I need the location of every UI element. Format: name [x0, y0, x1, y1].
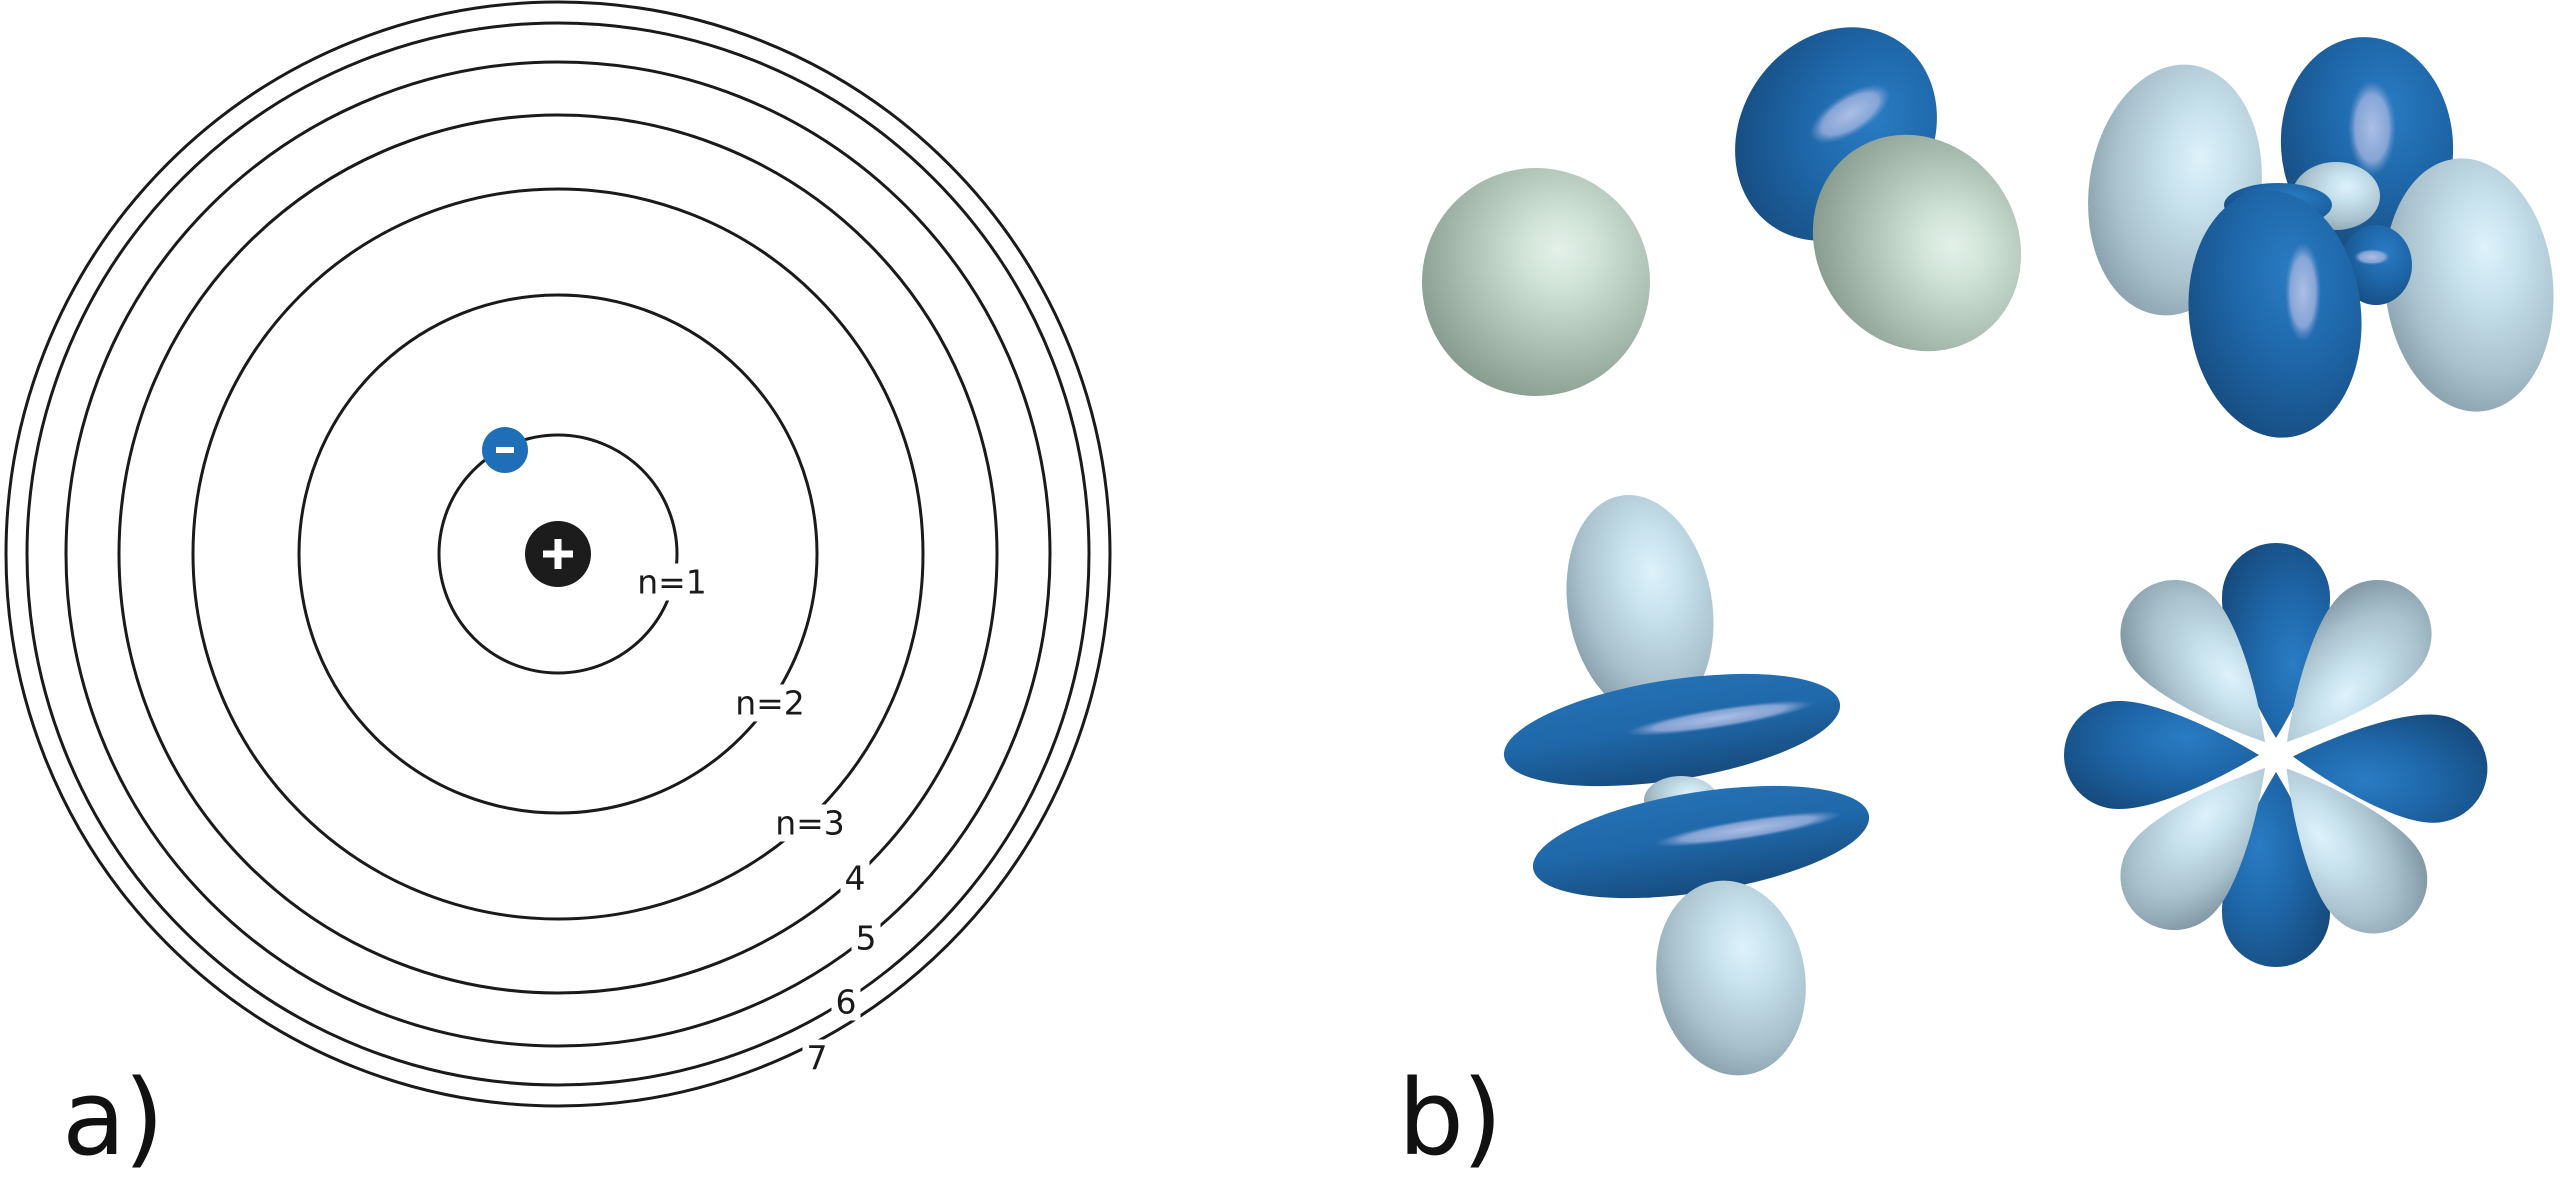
d-lobe-front [2188, 190, 2362, 438]
orbit-label-n5: 5 [851, 919, 881, 957]
orbit-label-n1: n=1 [633, 563, 711, 601]
plus-icon-vertical [554, 539, 562, 569]
p-lobe-negative [1812, 134, 2022, 352]
f-lobe-top [1566, 494, 1714, 718]
orbit-ring-4 [117, 113, 999, 995]
orbit-ring-6 [25, 21, 1091, 1087]
f-lobe-se-shape [2286, 768, 2428, 934]
f-lobe-s-shape [2221, 772, 2331, 967]
f-lobe-n [2221, 543, 2331, 738]
f-lobe-se [2286, 768, 2428, 934]
panel-b-label: b) [1398, 1057, 1503, 1179]
orbit-ring-5 [64, 60, 1052, 1048]
minus-icon [496, 447, 514, 453]
d-orbital [2088, 37, 2554, 438]
f-lobe-ne-shape [2286, 579, 2432, 742]
orbital-shapes [1422, 27, 2554, 1076]
specular-highlight [2348, 80, 2396, 176]
specular-highlight [1809, 84, 1891, 144]
f-lobe-n-shape [2221, 543, 2331, 738]
specular-highlight [2285, 242, 2321, 342]
f-lobe-w-shape [2064, 700, 2259, 810]
orbit-label-n6: 6 [831, 983, 861, 1021]
orbit-label-n4: 4 [840, 859, 870, 897]
f-lobe-sw [2120, 768, 2266, 931]
orbit-label-n3: n=3 [771, 804, 849, 842]
orbit-label-n2: n=2 [731, 684, 809, 722]
p-orbital [1735, 27, 2022, 352]
f-lobe-s [2221, 772, 2331, 967]
f-lobe-nw [2120, 579, 2266, 742]
d-lobe-right [2384, 158, 2554, 412]
panel-a-label: a) [62, 1057, 164, 1179]
d-lobe-small [2340, 225, 2412, 305]
s-orbital [1422, 168, 1650, 396]
bohr-model [4, 0, 1112, 1108]
f-lobe-sw-shape [2120, 768, 2266, 931]
f-lobe-ne [2286, 579, 2432, 742]
specular-highlight [1626, 700, 1814, 736]
orbit-ring-3 [191, 187, 925, 921]
orbit-ring-1 [437, 433, 679, 675]
f-orbital-axial [1503, 494, 1870, 1076]
orbit-label-n7: 7 [802, 1039, 832, 1077]
orbit-ring-2 [297, 293, 819, 815]
f-lobe-e [2292, 714, 2488, 823]
f-lobe-nw-shape [2120, 579, 2266, 742]
f-lobe-e-shape [2292, 714, 2488, 823]
orbit-ring-7 [4, 0, 1112, 1108]
f-lobe-w [2064, 700, 2259, 810]
specular-highlight [1654, 811, 1842, 847]
f-lobe-bottom [1656, 880, 1806, 1076]
specular-highlight [2354, 249, 2390, 265]
s-orbital-sphere [1422, 168, 1650, 396]
f-orbital-flower [2064, 543, 2488, 967]
